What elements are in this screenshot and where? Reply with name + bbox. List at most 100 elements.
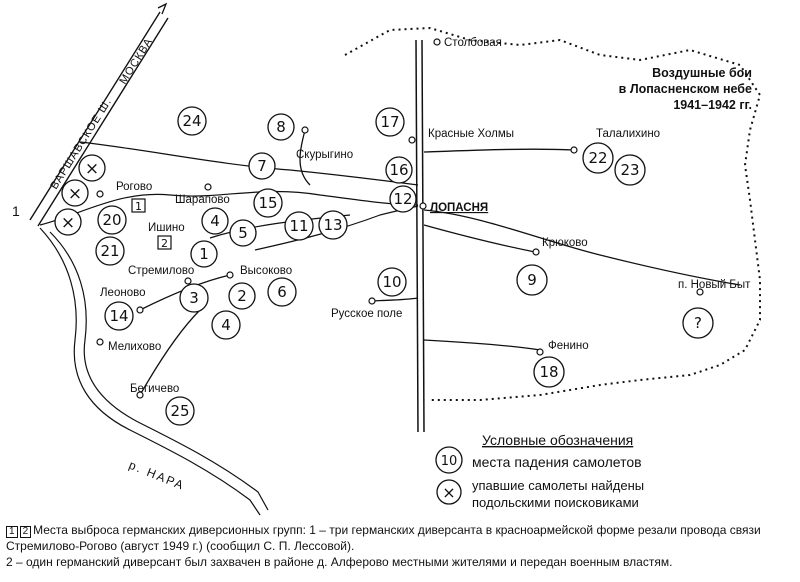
place-novyi-byt: п. Новый Быт bbox=[678, 279, 751, 291]
crash-site: 3 bbox=[179, 283, 209, 313]
lopasnya-air-battles-map: ВАРШАВСКОЕ Ш. МОСКВА 1 р. НАРА Столбовая… bbox=[12, 2, 762, 516]
highway-arrow-icon bbox=[157, 2, 168, 15]
place-skurygino: Скурыгино bbox=[296, 149, 353, 161]
svg-text:21: 21 bbox=[100, 242, 119, 260]
svg-text:20: 20 bbox=[102, 211, 121, 229]
talalikhino-road bbox=[423, 148, 576, 153]
found-crash-site: × bbox=[54, 208, 82, 236]
crash-site: 12 bbox=[389, 185, 417, 213]
caption-box-1: 1 bbox=[6, 526, 18, 538]
skurygino-road bbox=[299, 129, 311, 186]
crash-site: 8 bbox=[267, 113, 295, 141]
kryukovo-road bbox=[423, 224, 536, 253]
railway-right bbox=[421, 39, 425, 433]
svg-text:12: 12 bbox=[393, 190, 412, 208]
village-marker bbox=[419, 202, 427, 210]
svg-text:3: 3 bbox=[189, 289, 199, 307]
crash-site: 24 bbox=[177, 106, 207, 136]
caption-text-1: Места выброса германских диверсионных гр… bbox=[33, 523, 761, 537]
village-marker bbox=[301, 126, 309, 134]
crash-site: 11 bbox=[284, 211, 314, 241]
svg-text:18: 18 bbox=[539, 363, 558, 381]
crash-site: 4 bbox=[201, 207, 229, 235]
crash-site: 25 bbox=[165, 396, 195, 426]
village-marker bbox=[96, 338, 104, 346]
highway-label: ВАРШАВСКОЕ Ш. bbox=[48, 96, 114, 192]
warsaw-highway-left bbox=[29, 11, 161, 221]
svg-text:2: 2 bbox=[161, 237, 168, 250]
crash-site: 4 bbox=[211, 310, 241, 340]
legend-crash-symbol: 10 bbox=[441, 454, 458, 469]
svg-text:4: 4 bbox=[210, 212, 220, 230]
legend-found-text-2: подольскими поисковиками bbox=[472, 495, 639, 510]
svg-text:6: 6 bbox=[277, 283, 287, 301]
railway-left bbox=[415, 39, 419, 433]
village-marker bbox=[204, 183, 212, 191]
map-title-line-2: в Лопасненском небе bbox=[619, 82, 752, 96]
svg-text:1: 1 bbox=[135, 200, 142, 213]
village-marker bbox=[136, 391, 144, 399]
crash-site: 13 bbox=[318, 210, 348, 240]
place-vysokovo: Высоково bbox=[240, 265, 292, 277]
crash-site: 18 bbox=[533, 356, 565, 388]
crash-site: 1 bbox=[190, 240, 218, 268]
crash-site: 5 bbox=[229, 219, 257, 247]
legend-crash-text: места падения самолетов bbox=[472, 454, 642, 470]
place-russkoe-pole: Русское поле bbox=[331, 308, 402, 320]
caption-line-3: 2 – один германский диверсант был захвач… bbox=[6, 555, 673, 569]
place-fenino: Фенино bbox=[548, 340, 589, 352]
crash-site: 20 bbox=[97, 205, 127, 235]
svg-text:10: 10 bbox=[382, 273, 401, 291]
nara-river-b bbox=[49, 231, 269, 511]
saboteur-drop-site: 1 bbox=[131, 198, 146, 213]
svg-text:25: 25 bbox=[170, 402, 189, 420]
legend-found-symbol: × bbox=[442, 483, 455, 502]
crash-site: 7 bbox=[248, 152, 276, 180]
village-marker bbox=[136, 306, 144, 314]
svg-text:×: × bbox=[68, 184, 82, 204]
crash-site: 2 bbox=[228, 282, 256, 310]
svg-text:5: 5 bbox=[238, 224, 248, 242]
place-rogovo: Рогово bbox=[116, 181, 152, 193]
crash-site: ? bbox=[682, 307, 714, 339]
svg-text:15: 15 bbox=[258, 194, 277, 212]
svg-text:×: × bbox=[85, 159, 99, 179]
place-ishino: Ишино bbox=[148, 222, 185, 234]
svg-text:24: 24 bbox=[182, 112, 201, 130]
begichevo-road bbox=[139, 309, 201, 396]
found-crash-site: × bbox=[78, 154, 106, 182]
district-boundary bbox=[344, 26, 762, 401]
legend-heading: Условные обозначения bbox=[482, 432, 633, 448]
highway-number: 1 bbox=[12, 203, 20, 219]
crash-site: 14 bbox=[104, 301, 134, 331]
village-marker bbox=[536, 348, 544, 356]
russkoe-pole-road bbox=[371, 297, 419, 302]
place-kryukovo: Крюково bbox=[542, 237, 588, 249]
place-leonovo: Леоново bbox=[100, 287, 145, 299]
highway-direction: МОСКВА bbox=[117, 36, 155, 87]
crash-site: 15 bbox=[253, 188, 283, 218]
place-krasnye-holmy: Красные Холмы bbox=[428, 128, 514, 140]
crash-site: 21 bbox=[95, 236, 125, 266]
village-marker bbox=[226, 271, 234, 279]
svg-text:8: 8 bbox=[276, 118, 286, 136]
nara-river-a bbox=[39, 227, 261, 516]
warsaw-highway-right bbox=[37, 17, 169, 227]
crash-site: 22 bbox=[582, 142, 614, 174]
village-marker bbox=[433, 38, 441, 46]
village-marker bbox=[96, 190, 104, 198]
map-title-line-1: Воздушные бои bbox=[652, 66, 752, 80]
village-marker bbox=[184, 277, 192, 285]
crash-site: 17 bbox=[375, 107, 405, 137]
svg-text:14: 14 bbox=[109, 307, 128, 325]
found-crash-site: × bbox=[61, 179, 89, 207]
svg-text:2: 2 bbox=[237, 287, 247, 305]
svg-text:7: 7 bbox=[257, 157, 267, 175]
svg-text:4: 4 bbox=[221, 316, 231, 334]
place-talalikhino: Талалихино bbox=[596, 128, 660, 140]
place-stremilovo: Стремилово bbox=[128, 265, 194, 277]
svg-text:22: 22 bbox=[588, 149, 607, 167]
place-stolbovaya: Столбовая bbox=[444, 37, 502, 49]
crash-site: 10 bbox=[377, 267, 407, 297]
